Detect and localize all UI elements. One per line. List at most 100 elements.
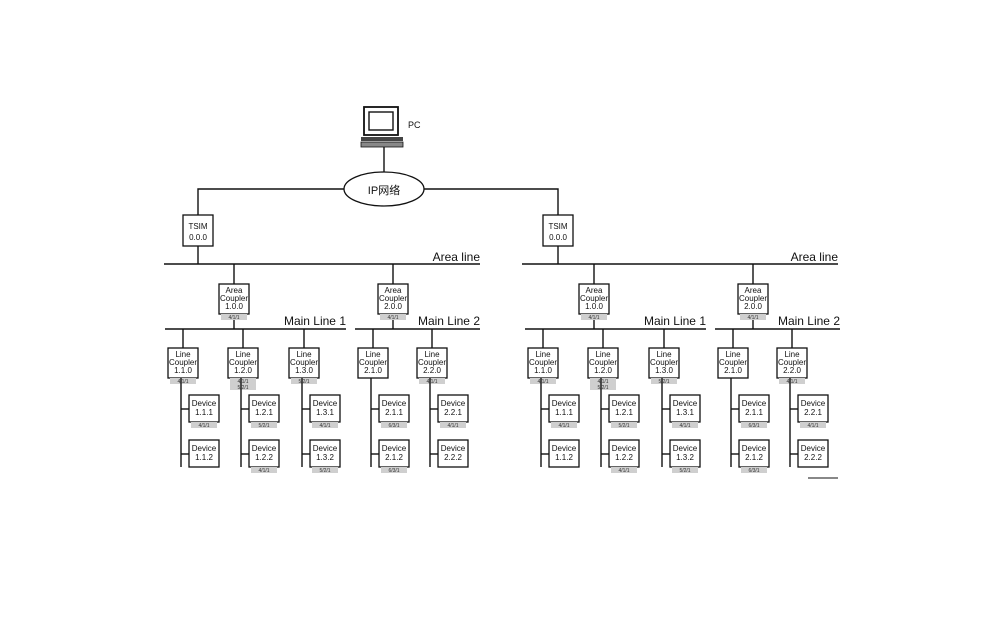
- device-label: Device: [252, 444, 277, 453]
- line-coupler-tag: 4/1/1: [426, 379, 437, 385]
- line-coupler-box: [357, 347, 389, 379]
- device-tag-bg: [672, 422, 698, 428]
- device-label: 1.2.2: [615, 453, 633, 462]
- line-coupler-label: Line: [296, 350, 312, 359]
- area-coupler-label: 1.0.0: [585, 302, 603, 311]
- device-tag: 6/3/1: [748, 468, 759, 474]
- line-branch: LineCoupler1.2.04/1/15/2/1Device1.2.15/2…: [227, 329, 280, 474]
- device-label: 1.3.2: [676, 453, 694, 462]
- area-coupler-label: Area: [586, 286, 603, 295]
- line-coupler-label: Line: [365, 350, 381, 359]
- line-coupler-tag-bg: [230, 378, 256, 384]
- line-branch: LineCoupler2.1.0Device2.1.16/3/1Device2.…: [357, 329, 410, 474]
- line-branch: LineCoupler2.1.0Device2.1.16/3/1Device2.…: [717, 329, 770, 474]
- device-tag-bg: [191, 422, 217, 428]
- pc-icon: [360, 106, 404, 148]
- device-label: Device: [252, 399, 277, 408]
- line-coupler-tag: 5/2/1: [658, 379, 669, 385]
- device-label: 1.3.1: [316, 408, 334, 417]
- line-coupler-label: Line: [235, 350, 251, 359]
- device-label: 1.1.2: [195, 453, 213, 462]
- line-coupler-tag-bg: [291, 378, 317, 384]
- device-box: [437, 439, 469, 468]
- tsim-address: 0.0.0: [189, 233, 207, 242]
- area-coupler-tag-bg: [380, 314, 406, 320]
- line-coupler-label: Line: [424, 350, 440, 359]
- device-box: [738, 394, 770, 423]
- device-label: Device: [313, 444, 338, 453]
- line-branch: LineCoupler1.3.05/2/1Device1.3.14/1/1Dev…: [288, 329, 341, 474]
- line-coupler-tag-bg: [779, 378, 805, 384]
- line-coupler-label: 1.1.0: [174, 366, 192, 375]
- line-coupler-tag: 4/1/1: [786, 379, 797, 385]
- device-label: 1.3.1: [676, 408, 694, 417]
- area-coupler-label: 1.0.0: [225, 302, 243, 311]
- device-tag-bg: [551, 422, 577, 428]
- device-label: 1.1.1: [195, 408, 213, 417]
- device-tag: 5/2/1: [258, 423, 269, 429]
- area-coupler-label: Coupler: [220, 294, 248, 303]
- area-coupler-box: [218, 283, 250, 315]
- device-tag: 4/1/1: [198, 423, 209, 429]
- device-tag: 4/1/1: [558, 423, 569, 429]
- line-coupler-label: Line: [535, 350, 551, 359]
- line-coupler-box: [587, 347, 619, 379]
- line-coupler-tag: 5/2/1: [298, 379, 309, 385]
- line-coupler-label: Coupler: [229, 358, 257, 367]
- line-coupler-tag-bg: [230, 384, 256, 390]
- area-coupler-tag: 4/1/1: [588, 315, 599, 321]
- line-coupler-box: [648, 347, 680, 379]
- section-left: TSIM 0.0.0 Area line AreaCoupler1.0.04/1…: [164, 214, 480, 474]
- device-label: Device: [742, 444, 767, 453]
- area-coupler-tag: 4/1/1: [747, 315, 758, 321]
- line-coupler-tag-bg: [590, 378, 616, 384]
- device-label: 1.2.1: [255, 408, 273, 417]
- main-line-label: Main Line 1: [644, 314, 706, 328]
- device-tag-bg: [251, 467, 277, 473]
- device-label: Device: [612, 399, 637, 408]
- area-coupler-label: Area: [226, 286, 243, 295]
- line-coupler-label: Line: [784, 350, 800, 359]
- device-box: [188, 439, 220, 468]
- line-coupler-tag-bg: [651, 378, 677, 384]
- main-line-label: Main Line 1: [284, 314, 346, 328]
- device-box: [188, 394, 220, 423]
- area-coupler-box: [737, 283, 769, 315]
- device-label: Device: [313, 399, 338, 408]
- area-coupler-label: 2.0.0: [744, 302, 762, 311]
- line-coupler-label: Coupler: [650, 358, 678, 367]
- device-tag-bg: [800, 422, 826, 428]
- device-tag: 4/1/1: [319, 423, 330, 429]
- line-coupler-tag: 4/1/1: [597, 379, 608, 385]
- line-coupler-tag-bg: [170, 378, 196, 384]
- line-coupler-label: Coupler: [719, 358, 747, 367]
- ip-network-label: IP网络: [368, 183, 400, 197]
- device-label: 2.1.2: [745, 453, 763, 462]
- line-coupler-tag: 4/1/1: [537, 379, 548, 385]
- network-link-left: [197, 188, 344, 215]
- line-coupler-label: Coupler: [589, 358, 617, 367]
- device-tag-bg: [611, 467, 637, 473]
- line-coupler-tag-bg: [530, 378, 556, 384]
- area-coupler-tag-bg: [740, 314, 766, 320]
- line-coupler-label: Coupler: [418, 358, 446, 367]
- device-tag-bg: [381, 422, 407, 428]
- device-label: Device: [801, 399, 826, 408]
- line-branch: LineCoupler1.3.05/2/1Device1.3.14/1/1Dev…: [648, 329, 701, 474]
- line-coupler-label: Coupler: [529, 358, 557, 367]
- line-coupler-label: 2.2.0: [423, 366, 441, 375]
- line-coupler-tag: 5/2/1: [237, 385, 248, 391]
- line-coupler-box: [717, 347, 749, 379]
- line-coupler-label: 1.3.0: [655, 366, 673, 375]
- device-label: 1.1.2: [555, 453, 573, 462]
- area-coupler-label: Coupler: [739, 294, 767, 303]
- device-tag-bg: [440, 422, 466, 428]
- section-right: TSIM 0.0.0 Area line AreaCoupler1.0.04/1…: [522, 214, 840, 474]
- device-label: Device: [801, 444, 826, 453]
- line-coupler-label: Line: [175, 350, 191, 359]
